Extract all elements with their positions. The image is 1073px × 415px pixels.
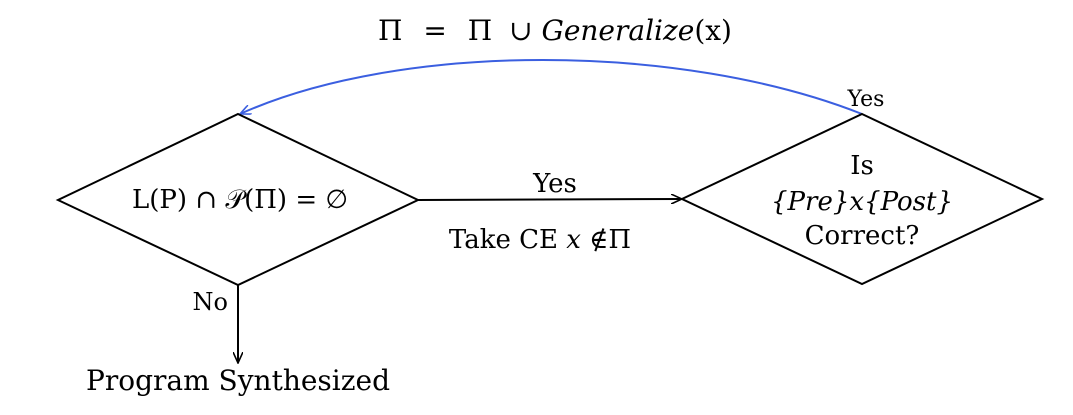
take-ce-label: Take CE x ∉Π — [449, 225, 631, 255]
main-yes-label: Yes — [532, 169, 577, 199]
loop-update-label: Π = Π ∪ Generalize(x) — [378, 14, 732, 47]
loop-back-arrow — [240, 59, 863, 115]
right-decision-line3: Correct? — [805, 221, 920, 251]
main-yes-arrow — [417, 199, 682, 200]
program-synthesized-label: Program Synthesized — [86, 364, 390, 397]
left-decision-text: L(P) ∩ 𝒫(Π) = ∅ — [132, 185, 348, 215]
right-decision-diamond — [679, 112, 1045, 286]
right-decision-line1: Is — [850, 151, 874, 181]
no-label: No — [193, 288, 228, 316]
loop-yes-label: Yes — [847, 87, 885, 112]
right-decision-line2: {Pre}x{Post} — [771, 187, 953, 217]
